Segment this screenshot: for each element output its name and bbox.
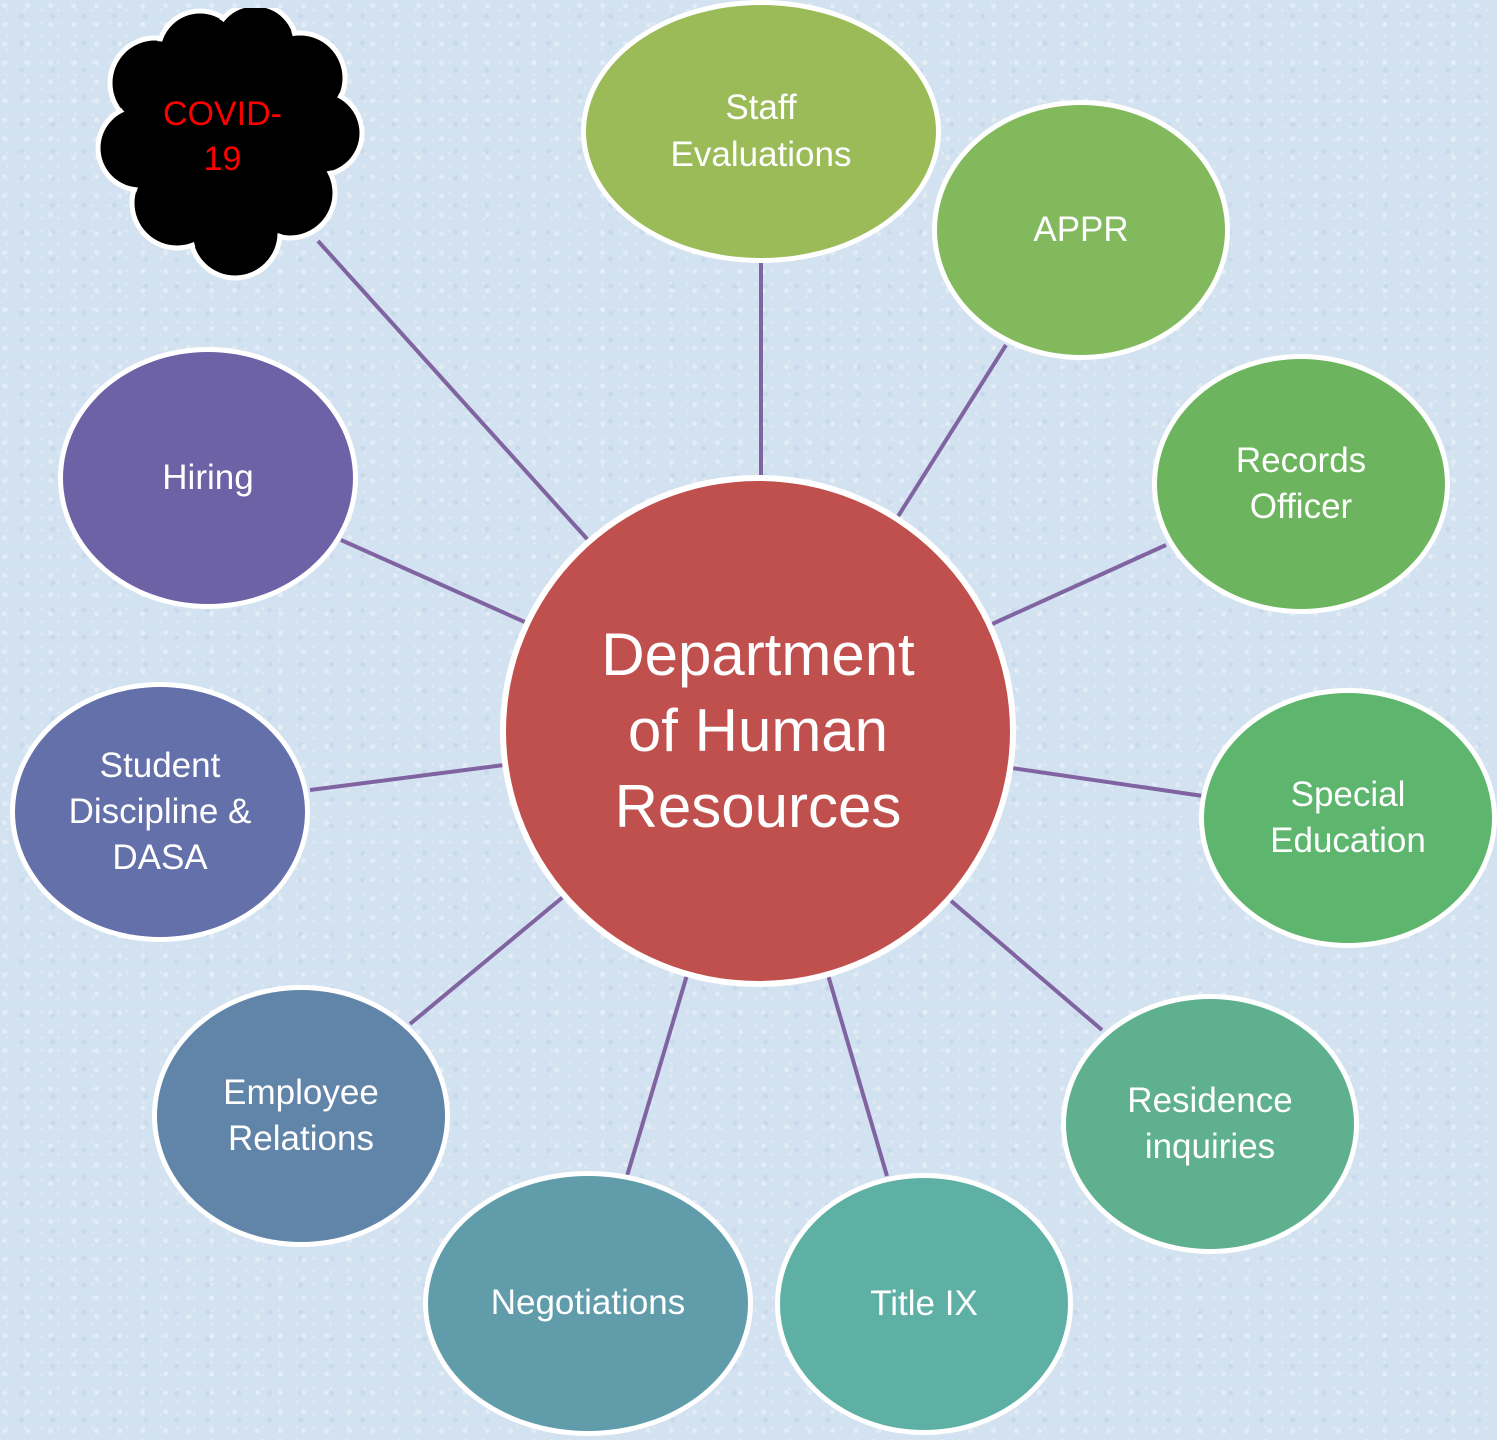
node-label: Negotiations — [490, 1283, 686, 1323]
node-residence-inquiries: Residence inquiries — [1061, 994, 1359, 1254]
covid-cloud-shape — [95, 8, 365, 281]
node-appr: APPR — [932, 100, 1230, 360]
connector-covid — [316, 239, 590, 542]
node-title-ix: Title IX — [775, 1173, 1073, 1435]
connector-special — [1011, 766, 1204, 798]
node-negotiations: Negotiations — [423, 1171, 753, 1436]
node-employee-relations: Employee Relations — [152, 985, 450, 1247]
node-student-discipline: Student Discipline & DASA — [10, 682, 310, 942]
node-special-education: Special Education — [1199, 688, 1497, 948]
node-records-officer: Records Officer — [1152, 354, 1450, 614]
node-label: APPR — [1033, 209, 1129, 249]
connector-records — [989, 543, 1167, 627]
node-hiring: Hiring — [58, 347, 358, 609]
connector-appr — [895, 343, 1008, 520]
connector-titleix — [826, 974, 889, 1177]
node-label: Title IX — [870, 1283, 978, 1323]
node-label: Employee Relations — [223, 1072, 379, 1158]
connector-employee — [408, 895, 565, 1026]
connector-student — [309, 763, 505, 792]
node-label: Records Officer — [1235, 440, 1367, 526]
node-label: Hiring — [162, 457, 254, 497]
hub-node: Department of Human Resources — [500, 475, 1016, 987]
node-label: Staff Evaluations — [670, 88, 852, 174]
node-label: Student Discipline & DASA — [68, 745, 252, 878]
node-label: Residence inquiries — [1127, 1080, 1293, 1166]
node-label: Special Education — [1270, 774, 1426, 860]
node-staff-evaluations: Staff Evaluations — [581, 0, 941, 263]
connector-hiring — [340, 538, 528, 625]
hub-label: Department of Human Resources — [601, 620, 915, 841]
covid-label: COVID- 19 — [163, 95, 282, 178]
connector-negotiations — [625, 974, 689, 1177]
connector-residence — [948, 898, 1104, 1032]
